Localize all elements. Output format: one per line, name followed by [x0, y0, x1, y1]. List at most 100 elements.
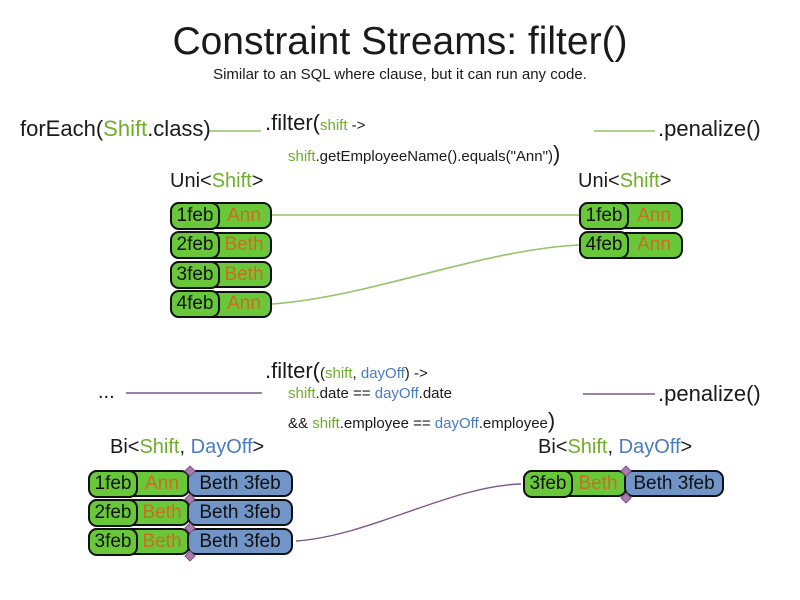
- shift-card: 1feb Ann: [578, 201, 683, 230]
- uni-right-type: Shift: [619, 170, 660, 192]
- shift-date: 2feb: [87, 498, 139, 527]
- uni-right-suffix: >: [659, 170, 672, 192]
- shift-date: 4feb: [578, 231, 630, 259]
- l3-and: &&: [288, 415, 313, 432]
- shift-date: 3feb: [87, 527, 139, 556]
- filter-body-line2: shift.date == dayOff.date: [288, 385, 452, 402]
- bi-right-type2: DayOff: [618, 436, 681, 458]
- uni-shift-label-right: Uni<Shift>: [578, 170, 671, 193]
- filter-open: .filter(: [265, 110, 320, 135]
- bi-right-type1: Shift: [567, 436, 608, 458]
- foreach-call: forEach(Shift.class): [20, 116, 211, 142]
- bi-left-suffix: >: [252, 436, 265, 458]
- shift-card: 1feb Ann: [87, 469, 190, 498]
- bi-right-prefix: Bi<: [538, 436, 568, 458]
- shift-date: 3feb: [169, 260, 221, 289]
- l3-end: .employee: [478, 415, 548, 432]
- bi-label-right: Bi<Shift, DayOff>: [538, 436, 692, 459]
- filter-comma: ,: [352, 365, 361, 382]
- filter-body-top: shift.getEmployeeName().equals("Ann")): [288, 141, 560, 167]
- shift-date: 3feb: [522, 469, 574, 498]
- shift-row: 1feb Ann: [578, 201, 683, 230]
- shift-employee: Beth: [224, 263, 264, 285]
- uni-left-suffix: >: [251, 170, 264, 192]
- shift-card: 4feb Ann: [578, 231, 683, 259]
- shift-date: 2feb: [169, 231, 221, 259]
- filter-open: .filter(: [265, 358, 320, 383]
- dayoff-card: Beth 3feb: [624, 470, 724, 497]
- l2-end: .date: [418, 385, 453, 402]
- shift-date: 1feb: [87, 469, 139, 498]
- l2-var2: dayOff: [374, 385, 419, 402]
- l2-var1: shift: [288, 385, 316, 402]
- page-title: Constraint Streams: filter(): [172, 20, 628, 63]
- l2-mid: .date ==: [315, 385, 375, 402]
- bi-label-left: Bi<Shift, DayOff>: [110, 436, 264, 459]
- l3-var2: dayOff: [434, 415, 479, 432]
- foreach-type: Shift: [103, 116, 148, 141]
- filter-paren-open: (: [320, 365, 325, 382]
- ellipsis: ...: [98, 381, 115, 403]
- shift-date: 1feb: [578, 201, 630, 230]
- wire-3feb-pair: [295, 483, 522, 542]
- shift-employee: Ann: [145, 472, 179, 494]
- bi-left-type1: Shift: [139, 436, 180, 458]
- filter-arrow: ->: [347, 117, 366, 134]
- page-subtitle: Similar to an SQL where clause, but it c…: [213, 66, 587, 83]
- shift-employee: Ann: [227, 293, 261, 314]
- filter-call-top: .filter(shift ->: [265, 110, 365, 136]
- shift-row: 4feb Ann: [578, 231, 683, 259]
- uni-left-prefix: Uni<: [170, 170, 212, 192]
- uni-right-prefix: Uni<: [578, 170, 620, 192]
- uni-shift-label-left: Uni<Shift>: [170, 170, 263, 193]
- filter-param2: dayOff: [360, 365, 405, 382]
- filter-close: ): [547, 408, 556, 433]
- bi-left-type2: DayOff: [190, 436, 253, 458]
- shift-employee: Beth: [224, 234, 264, 255]
- shift-employee: Ann: [227, 204, 261, 226]
- filter-body-line3: && shift.employee == dayOff.employee): [288, 408, 555, 434]
- filter-arrow: ->: [409, 365, 428, 382]
- bi-right-suffix: >: [680, 436, 693, 458]
- l3-mid: .employee ==: [339, 415, 435, 432]
- filter-paren-close: ): [404, 365, 410, 382]
- l3-var1: shift: [312, 415, 340, 432]
- shift-employee: Beth: [142, 530, 182, 552]
- filter-body-var: shift: [288, 148, 316, 165]
- filter-body-rest: .getEmployeeName().equals("Ann"): [315, 148, 553, 165]
- foreach-prefix: forEach(: [20, 116, 104, 141]
- wire-4feb-ann: [271, 244, 580, 305]
- filter-param1: shift: [325, 365, 353, 382]
- foreach-suffix: .class): [147, 116, 211, 141]
- penalize-call-top: .penalize(): [658, 116, 761, 141]
- shift-employee: Ann: [637, 234, 671, 255]
- penalize-call-mid: .penalize(): [658, 381, 761, 406]
- shift-employee: Beth: [578, 472, 618, 494]
- shift-employee: Ann: [637, 204, 671, 226]
- filter-call-mid: .filter((shift, dayOff) ->: [265, 358, 428, 384]
- dayoff-card: Beth 3feb: [187, 499, 293, 526]
- filter-param: shift: [320, 117, 348, 134]
- bi-left-prefix: Bi<: [110, 436, 140, 458]
- bi-right-comma: ,: [607, 436, 619, 458]
